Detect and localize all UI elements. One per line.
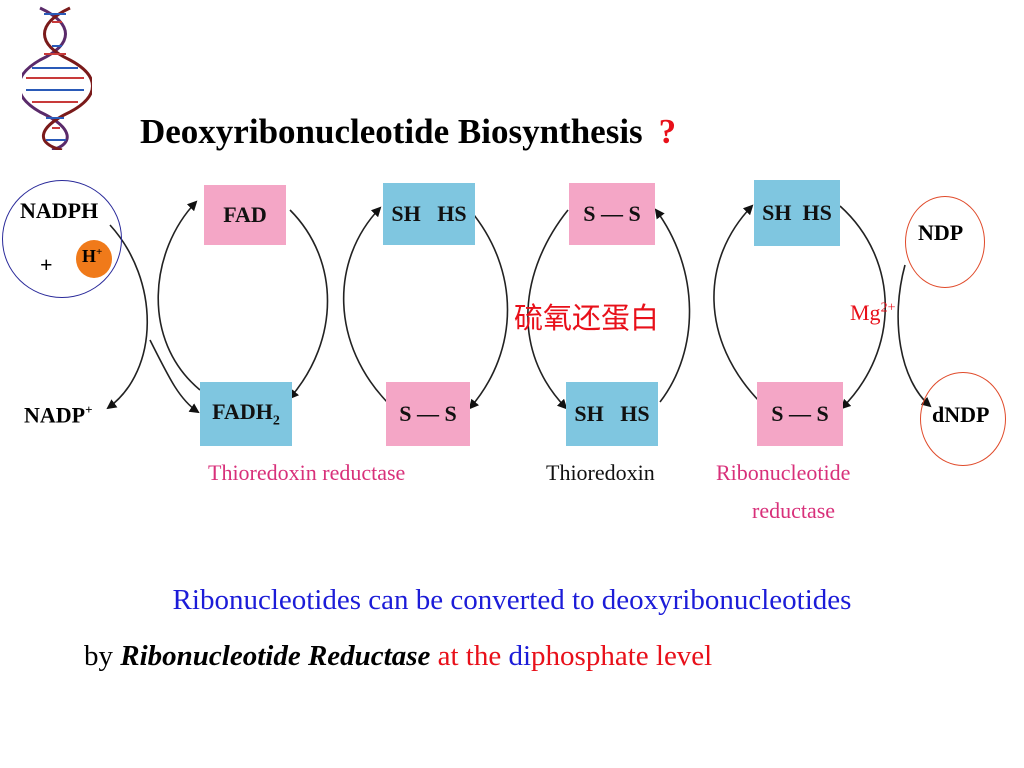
sh-hs-box-top-right: SH HS	[754, 180, 840, 246]
ss-box-top-middle: S — S	[569, 183, 655, 245]
thioredoxin-caption: Thioredoxin	[546, 460, 655, 485]
body-phosphate-level: phosphate level	[531, 640, 713, 672]
ss-label: S — S	[583, 201, 641, 226]
arrow-ss-to-shhs	[342, 206, 391, 406]
arrow-ss-to-shhs-bottom	[527, 209, 569, 410]
nadph-circle	[2, 180, 122, 298]
nadp-label: NADP+	[24, 402, 93, 428]
body-by: by	[84, 640, 113, 672]
ndp-circle	[905, 196, 985, 288]
sh-hs-box-top-left: SH HS	[383, 183, 475, 245]
dna-helix-icon	[22, 6, 92, 150]
nadph-label: NADPH	[20, 198, 99, 223]
plus-sign: +	[40, 252, 53, 277]
ndp-label: NDP	[918, 220, 964, 245]
redox-cycle-diagram	[106, 200, 932, 414]
ss-box-bottom-right: S — S	[757, 382, 843, 446]
h-plus-circle	[76, 240, 112, 278]
page-title: Deoxyribonucleotide Biosynthesis?	[140, 112, 676, 152]
fad-box: FAD	[204, 185, 286, 245]
body-at-the: at the	[437, 640, 502, 672]
fadh2-subscript: 2	[272, 413, 280, 429]
sh-hs-box-bottom-middle: SH HS	[566, 382, 658, 446]
fadh2-text: FADH	[212, 398, 273, 424]
thioredoxin-reductase-caption: Thioredoxin reductase	[208, 460, 406, 485]
nadp-superscript: +	[85, 402, 93, 417]
arrow-shhs-to-ss	[468, 209, 509, 410]
h-plus-label: H+	[82, 246, 102, 267]
mg-superscript: 2+	[880, 300, 896, 316]
fadh2-box: FADH2	[200, 382, 292, 446]
title-text: Deoxyribonucleotide Biosynthesis	[140, 112, 643, 151]
ss-label: S — S	[399, 401, 457, 426]
body-enzyme-name: Ribonucleotide Reductase	[120, 640, 431, 672]
sh-hs-label: SH HS	[391, 201, 467, 226]
body-line-2: by Ribonucleotide Reductase at the dipho…	[84, 640, 712, 673]
arrow-shhs-to-ss-right	[839, 205, 887, 410]
arrow-ndp-to-dndp	[897, 264, 932, 408]
fad-label: FAD	[223, 202, 267, 227]
ribonucleotide-reductase-caption-1: Ribonucleotide	[716, 460, 851, 485]
arrow-ss-to-shhs-right	[713, 204, 761, 403]
ss-box-bottom-left: S — S	[386, 382, 470, 446]
h-superscript: +	[96, 246, 103, 258]
arrow-fad-to-fadh2-right	[288, 209, 329, 400]
arrow-shhs-to-ss-top	[654, 208, 691, 403]
title-question-mark: ?	[658, 112, 677, 151]
mg-label: Mg2+	[850, 300, 895, 326]
ss-label: S — S	[771, 401, 829, 426]
nadp-text: NADP	[24, 402, 86, 428]
body-di: di	[508, 640, 532, 672]
sh-hs-label: SH HS	[574, 401, 650, 426]
arrow-to-fadh2	[149, 339, 200, 414]
ribonucleotide-reductase-caption-2: reductase	[752, 498, 836, 523]
body-line-1: Ribonucleotides can be converted to deox…	[172, 584, 852, 616]
sh-hs-label: SH HS	[762, 200, 832, 225]
dndp-circle	[920, 372, 1006, 466]
arrow-nadph-to-nadp	[106, 224, 149, 410]
arrow-fadh2-to-fad	[157, 200, 201, 391]
dndp-label: dNDP	[932, 402, 990, 427]
h-label: H	[82, 246, 97, 266]
mg-text: Mg	[850, 300, 881, 325]
fadh2-label: FADH2	[212, 399, 280, 429]
thioredoxin-chinese-label: 硫氧还蛋白	[514, 301, 660, 335]
